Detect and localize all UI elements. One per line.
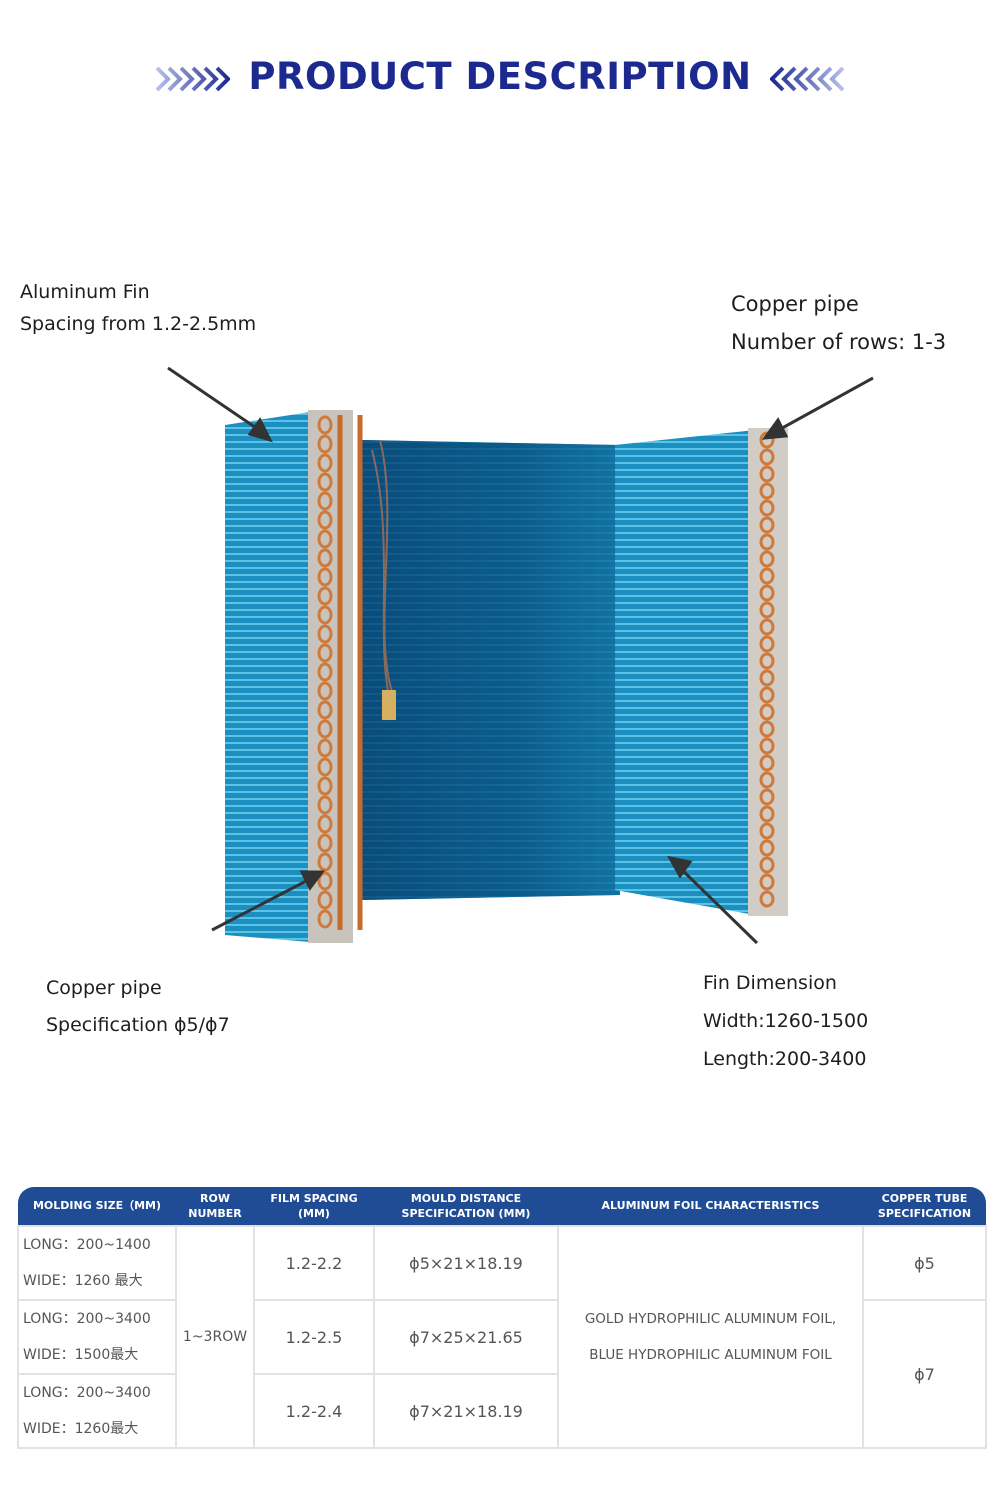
header-row-number: ROW NUMBER bbox=[176, 1187, 254, 1226]
return-bend bbox=[759, 618, 775, 636]
return-bend bbox=[759, 686, 775, 704]
return-bend bbox=[317, 605, 333, 625]
return-bend bbox=[759, 788, 775, 806]
return-bend bbox=[317, 662, 333, 682]
return-bend bbox=[759, 635, 775, 653]
foil-cell: GOLD HYDROPHILIC ALUMINUM FOIL,BLUE HYDR… bbox=[557, 1225, 864, 1449]
return-bend bbox=[759, 448, 775, 466]
return-bend bbox=[759, 499, 775, 517]
return-bend bbox=[317, 434, 333, 454]
mould-cell: ϕ5×21×18.19 bbox=[373, 1225, 559, 1301]
film-spacing-cell: 1.2-2.4 bbox=[253, 1373, 375, 1449]
return-bend bbox=[759, 482, 775, 500]
return-bend bbox=[317, 491, 333, 511]
return-bend bbox=[317, 472, 333, 492]
return-bend bbox=[759, 822, 775, 840]
return-bend bbox=[759, 873, 775, 891]
header-copper-tube: COPPER TUBE SPECIFICATION bbox=[863, 1187, 986, 1226]
return-bend bbox=[759, 839, 775, 857]
return-bend bbox=[759, 652, 775, 670]
header-foil: ALUMINUM FOIL CHARACTERISTICS bbox=[558, 1187, 863, 1226]
return-bend bbox=[317, 814, 333, 834]
tube-cell-7: ϕ7 bbox=[862, 1299, 987, 1449]
page-title: PRODUCT DESCRIPTION bbox=[248, 55, 752, 98]
row-number-cell: 1~3ROW bbox=[175, 1225, 255, 1449]
double-chevron-right-icon bbox=[155, 66, 230, 92]
mould-cell: ϕ7×25×21.65 bbox=[373, 1299, 559, 1375]
return-bend bbox=[759, 771, 775, 789]
double-chevron-left-icon bbox=[770, 66, 845, 92]
return-bend bbox=[317, 700, 333, 720]
film-spacing-cell: 1.2-2.2 bbox=[253, 1225, 375, 1301]
return-bend bbox=[759, 601, 775, 619]
return-bend bbox=[317, 871, 333, 891]
return-bend bbox=[317, 852, 333, 872]
spec-table: MOLDING SIZE（MM) ROW NUMBER FILM SPACING… bbox=[17, 1187, 987, 1449]
return-bend bbox=[317, 757, 333, 777]
film-spacing-cell: 1.2-2.5 bbox=[253, 1299, 375, 1375]
return-bend bbox=[759, 550, 775, 568]
header-mould-distance: MOULD DISTANCE SPECIFICATION (MM) bbox=[374, 1187, 558, 1226]
return-bend bbox=[317, 567, 333, 587]
return-bend bbox=[759, 669, 775, 687]
heat-exchanger-coil-image bbox=[167, 366, 874, 945]
return-bend bbox=[317, 624, 333, 644]
return-bend bbox=[317, 795, 333, 815]
return-bend bbox=[317, 643, 333, 663]
return-bend bbox=[317, 890, 333, 910]
return-bend bbox=[317, 548, 333, 568]
return-bend bbox=[317, 738, 333, 758]
return-bend bbox=[759, 805, 775, 823]
return-bend bbox=[317, 529, 333, 549]
return-bend bbox=[759, 737, 775, 755]
return-bend bbox=[759, 703, 775, 721]
return-bend bbox=[317, 415, 333, 435]
return-bend bbox=[317, 453, 333, 473]
return-bend bbox=[317, 681, 333, 701]
return-bend bbox=[317, 776, 333, 796]
tube-cell-5: ϕ5 bbox=[862, 1225, 987, 1300]
return-bend bbox=[759, 584, 775, 602]
return-bend bbox=[759, 533, 775, 551]
header-molding-size: MOLDING SIZE（MM) bbox=[18, 1187, 176, 1226]
return-bend bbox=[759, 465, 775, 483]
return-bend bbox=[317, 719, 333, 739]
return-bend bbox=[759, 890, 775, 908]
return-bend bbox=[317, 909, 333, 929]
mould-cell: ϕ7×21×18.19 bbox=[373, 1373, 559, 1449]
return-bend bbox=[317, 833, 333, 853]
return-bend bbox=[759, 567, 775, 585]
header-film-spacing: FILM SPACING (MM) bbox=[254, 1187, 374, 1226]
return-bend bbox=[759, 856, 775, 874]
return-bend bbox=[759, 720, 775, 738]
return-bend bbox=[317, 586, 333, 606]
return-bend bbox=[759, 516, 775, 534]
return-bend bbox=[317, 510, 333, 530]
return-bend bbox=[759, 754, 775, 772]
